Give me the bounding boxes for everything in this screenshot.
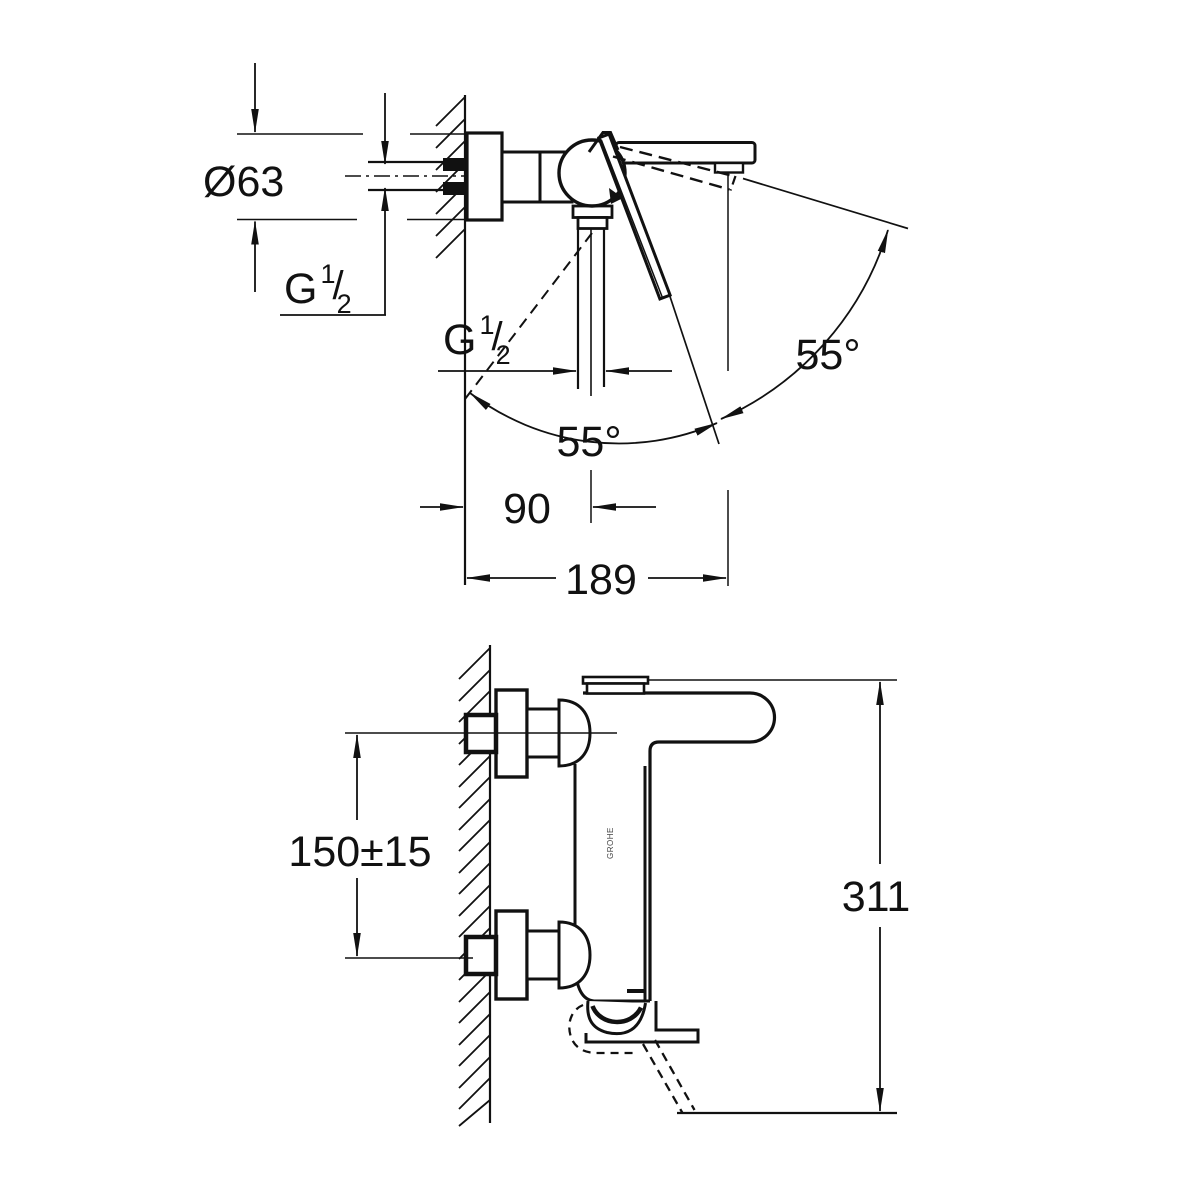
- union-body: [500, 150, 542, 204]
- dim-depth-90: 90: [420, 470, 656, 533]
- front-view: GROHE 150±15 311: [288, 645, 911, 1127]
- grohe-logo: GROHE: [606, 827, 615, 859]
- open-handle-bottom-edge: [612, 155, 730, 191]
- ball-shadow-wedge: [609, 188, 623, 204]
- handle-alt-position-dashed: [568, 1003, 637, 1055]
- spout-tube: [614, 141, 757, 165]
- union-nut: [525, 929, 561, 981]
- angle-arc-lower: [469, 392, 718, 445]
- escutcheon-top-view: [465, 131, 504, 222]
- union-nut-section-bottom: [443, 182, 467, 195]
- angle-dim-lower: 55°: [469, 392, 718, 466]
- thread-sub: 2: [337, 289, 352, 319]
- thread-slash: /: [491, 315, 503, 359]
- angle-lower-label: 55°: [556, 418, 621, 466]
- height-label: 311: [842, 873, 911, 921]
- thread-slash: /: [332, 264, 344, 308]
- hose-dashed-line-2: [653, 1039, 696, 1111]
- dim-inlet-spacing: 150±15: [288, 732, 617, 959]
- angle-upper-label: 55°: [795, 331, 860, 379]
- lever-arm: [584, 1001, 700, 1044]
- wall-hatching: [435, 96, 466, 259]
- open-handle-axis-extension: [742, 177, 909, 230]
- aerator: [713, 161, 745, 174]
- thread-sup: 1: [479, 310, 494, 340]
- handle-grip-line: [590, 1004, 644, 1025]
- dim90-label: 90: [503, 485, 551, 533]
- outlet-fitting-lower: [576, 216, 609, 230]
- thread-base: G: [284, 265, 317, 313]
- hose-dashed-line-1: [642, 1043, 684, 1114]
- closed-handle-axis-extension: [666, 288, 720, 445]
- diameter-label: Ø63: [203, 158, 284, 206]
- thread-sup: 1: [320, 259, 335, 289]
- spout-side: [614, 141, 757, 174]
- thread-sub: 2: [496, 340, 511, 370]
- diameter-extension-lines: [237, 133, 465, 221]
- thread-base: G: [443, 316, 476, 364]
- wall-nut: [463, 934, 499, 977]
- handle-bar-inner-line: [600, 139, 663, 298]
- spacing-label: 150±15: [288, 828, 431, 876]
- dim189-label: 189: [565, 556, 637, 604]
- dim-diameter-63: Ø63: [203, 63, 465, 292]
- angle-arc-upper: [720, 229, 889, 420]
- lever-handle-front: [568, 1000, 700, 1114]
- diverter-knob-neck: [585, 682, 646, 695]
- angle-dim-upper: 55°: [666, 177, 909, 445]
- bottom-union: [463, 909, 592, 1001]
- lever-handle-open-dashed: [612, 145, 737, 191]
- open-handle-end-cap: [729, 175, 737, 191]
- dim-depth-189: 189: [466, 172, 729, 604]
- check-valve-dome: [557, 920, 592, 990]
- escutcheon: [494, 909, 529, 1001]
- shower-outlet-pipe: [571, 204, 614, 396]
- handle-knob: [586, 1000, 647, 1036]
- dim-total-height: 311: [647, 679, 911, 1115]
- handle-cowl: [587, 131, 620, 153]
- spout-front-outline: [583, 691, 777, 1001]
- inlet-connection: [345, 158, 548, 195]
- mixer-body-front: [573, 675, 777, 1003]
- union-nut-section-top: [443, 158, 467, 171]
- outlet-fitting-upper: [571, 204, 614, 219]
